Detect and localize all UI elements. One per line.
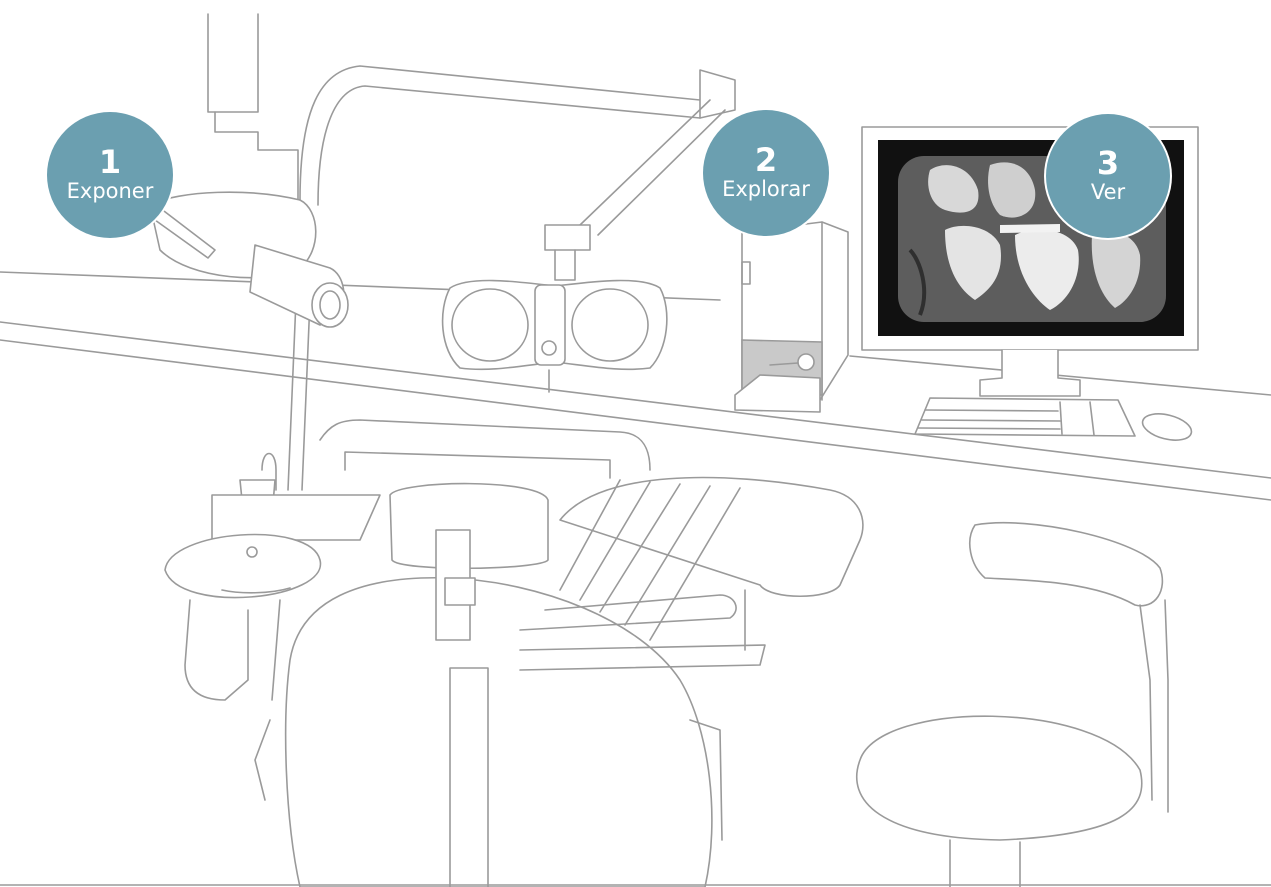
plate-scanner-icon <box>735 222 848 412</box>
xray-tube-icon <box>150 192 348 327</box>
dental-light <box>300 66 735 392</box>
step-number: 1 <box>99 146 121 178</box>
step-badge-view: 3 Ver <box>1046 114 1170 238</box>
step-label: Exponer <box>67 178 154 204</box>
step-number: 3 <box>1097 147 1119 179</box>
mouse <box>1140 409 1194 444</box>
operator-stool <box>857 523 1168 887</box>
step-badge-expose: 1 Exponer <box>47 112 173 238</box>
step-number: 2 <box>755 144 777 176</box>
step-badge-scan: 2 Explorar <box>703 110 829 236</box>
step-label: Explorar <box>722 176 810 202</box>
keyboard <box>915 398 1135 436</box>
step-label: Ver <box>1091 179 1125 205</box>
